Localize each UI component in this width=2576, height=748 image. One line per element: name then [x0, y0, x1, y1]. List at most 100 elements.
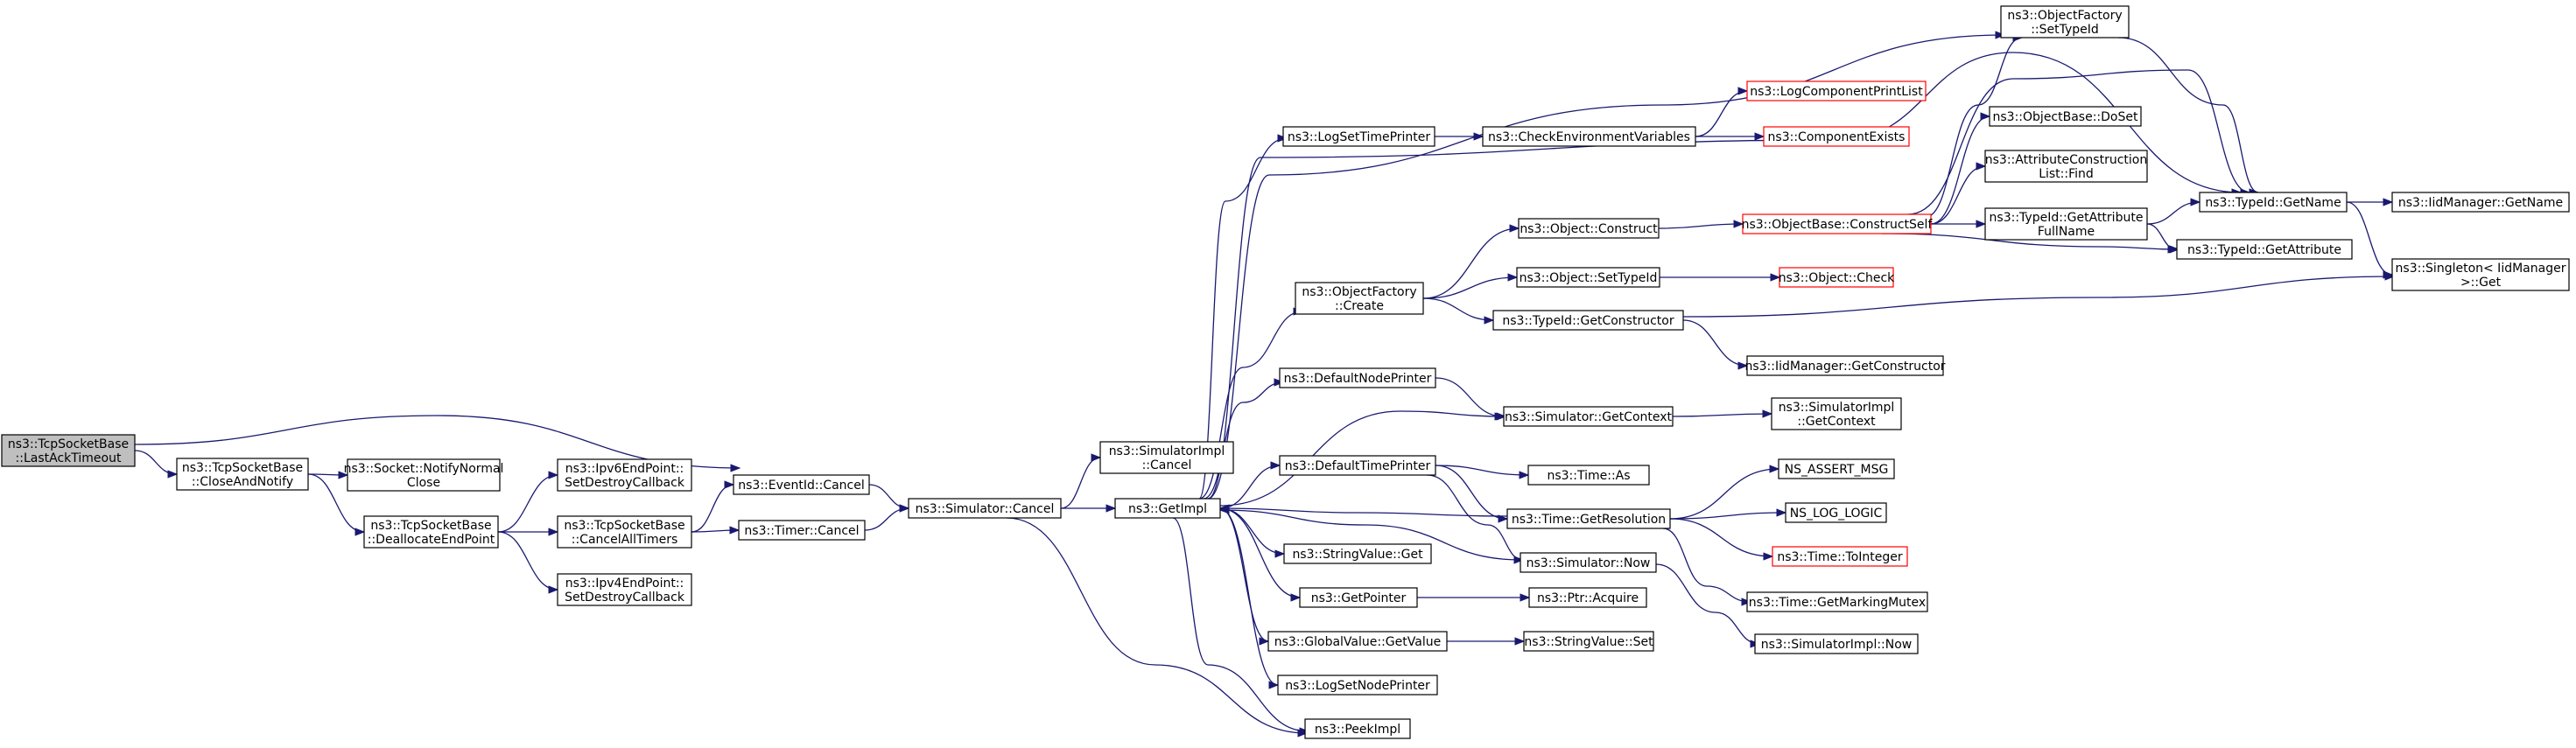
node-box	[1482, 126, 1696, 147]
node-ipv4[interactable]: ns3::Ipv4EndPoint::SetDestroyCallback	[557, 573, 692, 606]
node-ptrAcquire[interactable]: ns3::Ptr::Acquire	[1528, 587, 1647, 608]
node-timerCancel[interactable]: ns3::Timer::Cancel	[738, 520, 866, 541]
node-closeNotify[interactable]: ns3::TcpSocketBase::CloseAndNotify	[176, 458, 309, 491]
node-simImplNow[interactable]: ns3::SimulatorImpl::Now	[1754, 633, 1919, 654]
node-box	[1520, 552, 1657, 573]
node-typeGetName[interactable]: ns3::TypeId::GetName	[2199, 192, 2348, 213]
node-label: ns3::LogSetTimePrinter	[1288, 130, 1431, 144]
node-checkEnv[interactable]: ns3::CheckEnvironmentVariables	[1482, 126, 1696, 147]
node-objFactoryCreate[interactable]: ns3::ObjectFactory::Create	[1295, 282, 1424, 315]
node-label: ::CloseAndNotify	[192, 475, 293, 489]
node-logSetTime[interactable]: ns3::LogSetTimePrinter	[1282, 126, 1435, 147]
node-cancelTimers[interactable]: ns3::TcpSocketBase::CancelAllTimers	[557, 515, 692, 549]
edge-defaultTime-to-timeAs	[1435, 465, 1530, 479]
node-getPointer[interactable]: ns3::GetPointer	[1299, 587, 1418, 608]
node-compExists[interactable]: ns3::ComponentExists	[1763, 126, 1910, 147]
node-box	[2391, 258, 2570, 291]
node-simNow[interactable]: ns3::Simulator::Now	[1520, 552, 1657, 573]
node-label: ns3::ObjectBase::ConstructSelf	[1742, 218, 1934, 232]
node-objBaseDoSet[interactable]: ns3::ObjectBase::DoSet	[1989, 106, 2142, 127]
node-typeGetCtor[interactable]: ns3::TypeId::GetConstructor	[1492, 310, 1684, 331]
node-objConstruct[interactable]: ns3::Object::Construct	[1518, 218, 1660, 239]
node-objBaseConstructSelf[interactable]: ns3::ObjectBase::ConstructSelf	[1742, 213, 1934, 234]
node-nsAssertMsg[interactable]: NS_ASSERT_MSG	[1778, 458, 1895, 479]
node-simImplCancel[interactable]: ns3::SimulatorImpl::Cancel	[1099, 441, 1234, 474]
edge-timeGetRes-to-getImpl	[1218, 504, 1510, 517]
node-timeToInteger[interactable]: ns3::Time::ToInteger	[1772, 546, 1908, 567]
edge-objBaseConstructSelf-to-typeGetName	[1907, 69, 2251, 215]
node-box	[1516, 267, 1660, 288]
node-defaultTime[interactable]: ns3::DefaultTimePrinter	[1279, 455, 1436, 476]
node-peekImpl[interactable]: ns3::PeekImpl	[1304, 718, 1411, 739]
node-simImplGetContext[interactable]: ns3::SimulatorImpl::GetContext	[1771, 397, 1902, 430]
node-logSetNode[interactable]: ns3::LogSetNodePrinter	[1277, 675, 1438, 696]
edge-objConstruct-to-objBaseConstructSelf	[1658, 220, 1744, 229]
node-objCheck[interactable]: ns3::Object::Check	[1779, 267, 1895, 288]
node-stringGet[interactable]: ns3::StringValue::Get	[1283, 543, 1432, 564]
node-simCancel[interactable]: ns3::Simulator::Cancel	[908, 498, 1062, 519]
node-label: ::LastAckTimeout	[16, 451, 122, 465]
node-eventCancel[interactable]: ns3::EventId::Cancel	[733, 474, 870, 495]
node-label: ns3::LogComponentPrintList	[1750, 85, 1923, 99]
node-timeGetMarking[interactable]: ns3::Time::GetMarkingMutex	[1746, 591, 1928, 612]
node-iidGetCtor[interactable]: ns3::IidManager::GetConstructor	[1744, 355, 1946, 376]
edge-cancelTimers-to-timerCancel	[691, 526, 741, 535]
node-label: ns3::Simulator::GetContext	[1505, 410, 1673, 424]
node-defaultNode[interactable]: ns3::DefaultNodePrinter	[1279, 367, 1436, 388]
node-box	[1518, 218, 1660, 239]
edge-objFactorySetTypeId-to-typeGetName	[2117, 37, 2260, 197]
node-label: NS_LOG_LOGIC	[1790, 507, 1883, 521]
node-globalGet[interactable]: ns3::GlobalValue::GetValue	[1267, 631, 1448, 652]
node-box	[1989, 106, 2142, 127]
edge-defaultNode-to-simGetContext	[1435, 377, 1506, 421]
edges	[134, 31, 2396, 738]
node-label: ns3::Timer::Cancel	[744, 524, 859, 538]
node-stringSet[interactable]: ns3::StringValue::Set	[1523, 631, 1654, 652]
node-label: ns3::Ipv6EndPoint::	[565, 462, 684, 476]
node-simGetContext[interactable]: ns3::Simulator::GetContext	[1503, 406, 1674, 427]
edge-typeGetName-to-singletonGet	[2346, 201, 2394, 279]
node-label: ns3::IidManager::GetConstructor	[1744, 360, 1945, 374]
node-ipv6[interactable]: ns3::Ipv6EndPoint::SetDestroyCallback	[557, 458, 692, 492]
node-typeGetAttr[interactable]: ns3::TypeId::GetAttribute	[2176, 239, 2353, 260]
edge-checkEnv-to-logCompPrint	[1695, 87, 1749, 137]
node-label: ns3::ObjectFactory	[2007, 9, 2122, 23]
node-objSetTypeId[interactable]: ns3::Object::SetTypeId	[1516, 267, 1660, 288]
node-iidGetName[interactable]: ns3::IidManager::GetName	[2391, 192, 2570, 213]
node-label: ns3::DefaultNodePrinter	[1284, 372, 1432, 386]
node-label: ns3::Object::Check	[1779, 271, 1895, 285]
node-label: ns3::IidManager::GetName	[2398, 196, 2563, 210]
node-box	[738, 520, 866, 541]
node-label: ns3::TypeId::GetName	[2205, 196, 2341, 210]
node-label: ns3::TcpSocketBase	[370, 519, 491, 533]
node-timeGetRes[interactable]: ns3::Time::GetResolution	[1506, 508, 1671, 529]
edge-objBaseConstructSelf-to-objFactorySetTypeId	[1925, 33, 2024, 218]
edge-getImpl-to-objFactorySetTypeId	[1207, 31, 2006, 500]
edge-getImpl-to-simGetContext	[1219, 410, 1507, 507]
node-label: ns3::SimulatorImpl::Now	[1761, 638, 1913, 652]
node-root[interactable]: ns3::TcpSocketBase::LastAckTimeout	[1, 434, 136, 467]
node-dealloc[interactable]: ns3::TcpSocketBase::DeallocateEndPoint	[363, 515, 499, 549]
edge-simNow-to-simImplNow	[1655, 563, 1761, 648]
node-label: ::CancelAllTimers	[572, 533, 678, 547]
node-label: ns3::GlobalValue::GetValue	[1274, 635, 1441, 649]
node-box	[1503, 406, 1674, 427]
edge-defaultTime-to-timeGetRes	[1435, 465, 1509, 523]
edge-objFactoryCreate-to-objSetTypeId	[1422, 273, 1519, 299]
node-timeAs[interactable]: ns3::Time::As	[1527, 465, 1650, 486]
edge-timeGetRes-to-nsAssertMsg	[1669, 465, 1780, 520]
node-logCompPrint[interactable]: ns3::LogComponentPrintList	[1746, 80, 1927, 101]
node-label: ns3::TypeId::GetAttribute	[2187, 243, 2341, 257]
node-getImpl[interactable]: ns3::GetImpl	[1114, 498, 1221, 519]
edge-cancelTimers-to-eventCancel	[691, 480, 735, 533]
node-box	[1778, 458, 1895, 479]
node-objFactorySetTypeId[interactable]: ns3::ObjectFactory::SetTypeId	[2000, 5, 2130, 38]
node-label: ns3::TcpSocketBase	[564, 519, 684, 533]
node-nsLogLogic[interactable]: NS_LOG_LOGIC	[1785, 502, 1887, 523]
node-label: ns3::AttributeConstruction	[1985, 153, 2147, 167]
node-singletonGet[interactable]: ns3::Singleton< IidManager>::Get	[2391, 258, 2570, 291]
